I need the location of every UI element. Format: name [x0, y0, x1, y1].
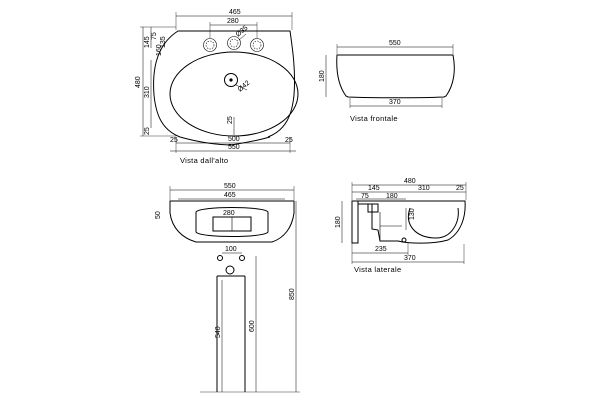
dim-base-total: 550	[228, 144, 240, 151]
top-view: 465 280 Ø35 Ø42 480 145 75 160 135 310 2…	[135, 9, 299, 165]
rear-view: 550 465 280 50 100 540 600 850	[155, 183, 300, 393]
side-view: 480 145 310 25 75 180 130 180 235 370 Vi…	[335, 178, 467, 274]
dim-bottom-edge: 25	[227, 116, 234, 124]
dim-front-bottom: 370	[389, 99, 401, 106]
dim-rim-left: 25	[170, 137, 178, 144]
side-view-drain	[401, 237, 407, 243]
dim-rear-slot: 280	[223, 210, 235, 217]
drain-leader	[235, 84, 248, 91]
dim-base-inner: 500	[228, 136, 240, 143]
side-view-bowl	[408, 207, 459, 239]
dim-side-a: 75	[361, 193, 369, 200]
dim-rear-width: 550	[224, 183, 236, 190]
dim-rear-rim-height: 50	[155, 211, 162, 219]
dim-side-base-b: 370	[404, 255, 416, 262]
dim-height-d: 310	[144, 86, 151, 98]
side-view-wallplate	[351, 200, 359, 244]
tap-hole-center	[227, 36, 241, 50]
dim-pedestal-b: 600	[249, 320, 256, 332]
dim-drain-diameter: Ø42	[237, 80, 252, 94]
dim-rear-inner: 465	[224, 192, 236, 199]
top-view-outline	[153, 30, 296, 146]
side-view-tap	[367, 203, 379, 213]
dim-width-total: 465	[229, 9, 241, 16]
drain-center	[229, 78, 233, 82]
dim-side-lip: 25	[456, 185, 464, 192]
rear-view-inner	[195, 207, 269, 237]
dim-pedestal-top: 100	[225, 246, 237, 253]
dim-front-height: 180	[319, 70, 326, 82]
dim-hole-diameter: Ø35	[235, 25, 250, 39]
tap-hole-right-inner	[252, 40, 262, 50]
caption-front-view: Vista frontale	[350, 114, 398, 123]
dim-overall-height: 850	[289, 288, 296, 300]
dim-height-e: 25	[144, 127, 151, 135]
dim-pedestal-a: 540	[215, 326, 222, 338]
tap-hole-left-inner	[205, 40, 215, 50]
tap-hole-right	[250, 38, 264, 52]
dim-height-b: 160	[156, 44, 163, 56]
dim-side-height: 180	[335, 216, 342, 228]
dim-height-total: 480	[135, 76, 142, 88]
dim-side-back: 145	[368, 185, 380, 192]
pedestal-bolt-left	[217, 255, 223, 261]
pedestal-hole	[225, 265, 235, 275]
drain-hole	[224, 73, 238, 87]
pedestal-bolt-right	[239, 255, 245, 261]
dim-height-c: 135	[160, 36, 167, 48]
caption-top-view: Vista dall'alto	[180, 156, 228, 165]
dim-height-back: 145	[144, 36, 151, 48]
rear-view-outline	[169, 200, 295, 243]
dim-side-base-a: 235	[375, 246, 387, 253]
dim-front-top: 550	[389, 40, 401, 47]
dim-side-drop: 130	[409, 208, 416, 220]
top-view-bowl	[169, 51, 299, 137]
hole-leader	[238, 33, 247, 41]
dim-side-b: 180	[386, 193, 398, 200]
dim-height-a: 75	[151, 32, 158, 40]
caption-side-view: Vista laterale	[354, 265, 401, 274]
side-view-outline	[358, 200, 466, 244]
front-view: 550 370 180 Vista frontale	[319, 40, 455, 123]
dim-tap-spacing: 280	[227, 18, 239, 25]
dim-side-depth: 480	[404, 178, 416, 185]
dim-rim-right: 25	[285, 137, 293, 144]
dim-side-front: 310	[418, 185, 430, 192]
front-view-outline	[336, 54, 455, 99]
tap-hole-left	[203, 38, 217, 52]
tap-hole-center-inner	[229, 38, 239, 48]
